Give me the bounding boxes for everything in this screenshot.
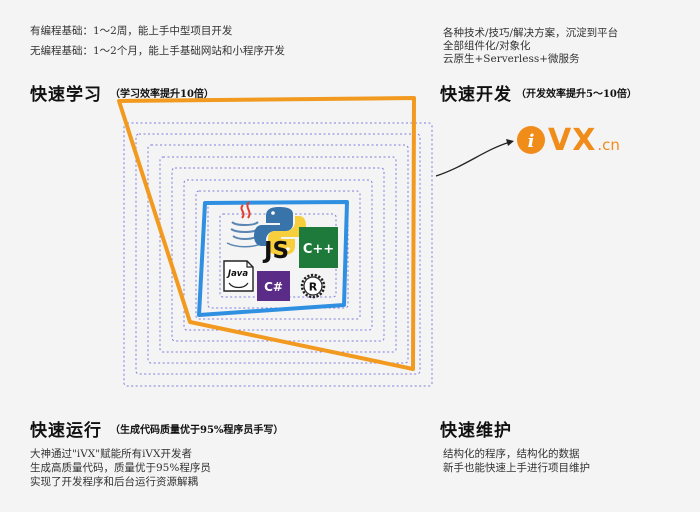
orange-frame — [117, 96, 416, 371]
heading-subtitle: （生成代码质量优于95%程序员手写） — [110, 425, 284, 436]
ivx-logo-badge: i — [517, 126, 545, 154]
python-icon — [254, 207, 306, 255]
heading-subtitle: （学习效率提升10倍） — [110, 89, 214, 100]
heading-text: 快速运行 — [30, 421, 102, 441]
note-line: 实现了开发程序和后台运行资源解耦 — [30, 476, 198, 488]
logo-letter: i — [528, 131, 535, 152]
note-line: 大神通过"iVX"赋能所有iVX开发者 — [30, 448, 192, 460]
js-label: JS — [262, 238, 289, 264]
running-notes: 大神通过"iVX"赋能所有iVX开发者 生成高质量代码，质量优于95%程序员 实… — [30, 447, 211, 489]
note-line: 生成高质量代码，质量优于95%程序员 — [30, 462, 211, 474]
note-line: 新手也能快速上手进行项目维护 — [443, 462, 590, 474]
heading-fast-learning: 快速学习 （学习效率提升10倍） — [30, 80, 214, 105]
logo-tld: .cn — [597, 136, 620, 154]
csharp-tile — [257, 271, 290, 301]
note-line: 结构化的程序，结构化的数据 — [443, 448, 580, 460]
dashed-layer — [171, 167, 385, 342]
logo-text: VX — [548, 122, 597, 158]
java-document-icon — [223, 260, 254, 292]
dashed-layer — [183, 179, 373, 331]
heading-text: 快速开发 — [440, 85, 512, 105]
cpp-tile — [299, 227, 338, 268]
note-line: 全部组件化/对象化 — [443, 40, 531, 52]
csharp-label: C# — [264, 280, 283, 294]
heading-text: 快速学习 — [30, 85, 102, 105]
learning-notes: 有编程基础：1～2周，能上手中型项目开发 无编程基础：1～2个月，能上手基础网站… — [30, 24, 285, 64]
arrow-to-logo — [435, 141, 511, 177]
heading-text: 快速维护 — [440, 421, 512, 441]
heading-fast-running: 快速运行 （生成代码质量优于95%程序员手写） — [30, 416, 283, 441]
note-line: 无编程基础：1～2个月，能上手基础网站和小程序开发 — [30, 45, 285, 57]
development-notes: 各种技术/技巧/解决方案，沉淀到平台 全部组件化/对象化 云原生+Serverl… — [443, 27, 618, 66]
rust-icon — [300, 273, 326, 299]
heading-fast-development: 快速开发 （开发效率提升5～10倍） — [440, 80, 637, 105]
heading-subtitle: （开发效率提升5～10倍） — [516, 89, 637, 100]
ivx-logo: VX.cn — [548, 122, 620, 158]
heading-fast-maintenance: 快速维护 — [440, 416, 512, 441]
rust-label: R — [309, 281, 318, 294]
maintenance-notes: 结构化的程序，结构化的数据 新手也能快速上手进行项目维护 — [443, 447, 590, 475]
cpp-label: C++ — [303, 242, 334, 257]
note-line: 有编程基础：1～2周，能上手中型项目开发 — [30, 25, 233, 37]
java-doc-label: Java — [226, 269, 248, 279]
note-line: 云原生+Serverless+微服务 — [443, 53, 580, 65]
blue-frame — [197, 200, 349, 317]
arrowhead — [506, 139, 514, 146]
dashed-layer — [159, 156, 397, 353]
dashed-layer — [147, 144, 409, 364]
note-line: 各种技术/技巧/解决方案，沉淀到平台 — [443, 27, 619, 39]
